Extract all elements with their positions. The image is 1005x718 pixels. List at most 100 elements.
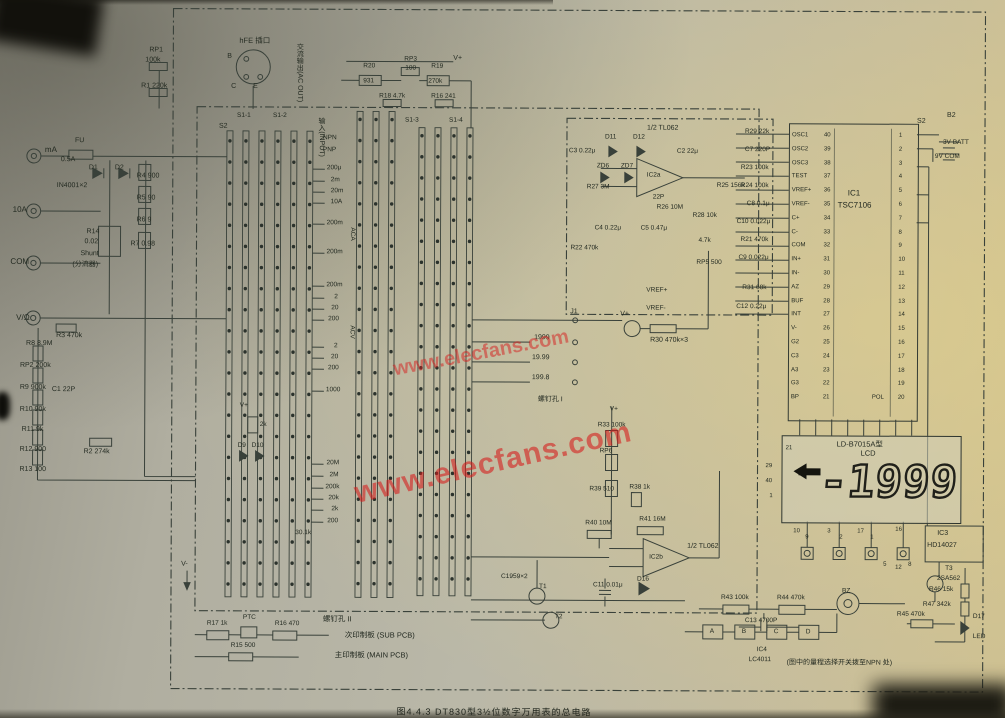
circuit-wires: [36, 60, 966, 658]
schematic-label: BZ: [841, 587, 851, 595]
schematic-label: RP5 500: [696, 258, 722, 266]
schematic-label: IN4001×2: [56, 182, 88, 190]
schematic-label: T2: [554, 613, 563, 621]
ic1-pin-label: VREF+: [791, 187, 812, 194]
schematic-label: 1/2 TL062: [687, 542, 719, 550]
schematic-label: FU: [74, 137, 85, 145]
schematic-label: D: [805, 628, 811, 636]
ic1-pin-number: 32: [823, 242, 831, 249]
schematic-label: LC4011: [748, 656, 772, 664]
schematic-label: 10A: [12, 204, 27, 214]
ic1-pin-number: 26: [823, 325, 830, 332]
nand-gate-d: [798, 624, 820, 640]
ic1-pin-number: 13: [898, 298, 905, 305]
schematic-label: NPN: [322, 134, 337, 142]
ic1-pin-label: G2: [791, 339, 800, 346]
ic1-pin-number: 22: [822, 380, 830, 387]
schematic-label: 次印制板 (SUB PCB): [344, 630, 415, 640]
ic1-pin-number: 28: [823, 297, 830, 305]
transistor-t1: [528, 587, 546, 605]
schematic-label: R13 100: [19, 465, 46, 474]
ic1-pin-number: 18: [897, 367, 905, 374]
ic1-pin-number: 27: [823, 311, 830, 318]
schematic-label: R4 900: [136, 172, 160, 180]
schematic-label: 21: [785, 445, 793, 452]
schematic-label: R31 68k: [742, 284, 767, 292]
opamp-1-symbol: [636, 157, 685, 198]
schematic-label: S1-1: [237, 111, 251, 119]
schematic-label: E: [253, 82, 258, 90]
schematic-label: R23 100k: [740, 164, 769, 172]
schematic-label: 200μ: [326, 164, 342, 172]
schematic-label: 5: [883, 561, 887, 568]
schematic-label: PNP: [322, 146, 337, 154]
schematic-label: VREF-: [646, 304, 666, 312]
nand-gate-a: [702, 624, 724, 640]
schematic-label: 3: [827, 528, 831, 535]
schematic-label: 10A: [330, 198, 343, 206]
schematic-label: R10 90k: [19, 405, 46, 414]
ic1-pin-number: 20: [897, 394, 905, 401]
schematic-label: PTC: [242, 613, 256, 621]
shunt-resistor-symbol: [97, 225, 122, 257]
schematic-label: 8: [908, 561, 912, 568]
schematic-label: LED: [972, 633, 986, 641]
schematic-label: IC2b: [649, 553, 663, 561]
ic1-pin-number: 35: [823, 201, 831, 208]
ic1-pin-number: 37: [823, 173, 831, 180]
ic1-pin-label: A3: [790, 366, 799, 373]
schematic-label: R43 100k: [720, 593, 749, 602]
schematic-label: V+: [453, 54, 463, 62]
schematic-label: 20: [331, 304, 339, 312]
transistor-t2: [542, 611, 560, 629]
schematic-label: 20m: [330, 187, 344, 195]
schematic-label: 1000: [325, 386, 341, 394]
schematic-label: C10 0.022μ: [736, 218, 771, 226]
schematic-label: R1 220k: [141, 82, 168, 90]
schematic-label: 2M: [329, 471, 339, 479]
ic1-pin-label: AZ: [791, 284, 800, 291]
schematic-label: R45 470k: [896, 610, 925, 618]
schematic-label: S1-4: [449, 116, 463, 124]
rotary-switch-strips: [224, 110, 474, 598]
schematic-label: C11 0.01μ: [592, 581, 623, 589]
schematic-label: R21 470k: [740, 236, 769, 244]
schematic-label: R39 510: [589, 485, 615, 493]
schematic-label: D17: [972, 613, 985, 621]
ic1-pin-number: 24: [823, 353, 830, 360]
ic1-pin-number: 34: [823, 215, 831, 222]
schematic-label: VREF+: [646, 286, 668, 294]
schematic-label: 4.7k: [698, 236, 711, 244]
schematic-label: POL: [871, 394, 884, 401]
component-symbols: [25, 49, 984, 662]
schematic-label: 1: [769, 493, 773, 500]
ic1-pin-number: 5: [898, 187, 903, 194]
schematic-label: R29 22k: [744, 128, 770, 136]
schematic-label: 199.8: [531, 374, 550, 382]
schematic-label: C12 0.22μ: [736, 303, 767, 311]
schematic-label: 2: [334, 293, 338, 301]
schematic-label: 9: [805, 534, 809, 541]
transistor-t3: [926, 575, 944, 593]
schematic-label: 2SA562: [937, 574, 961, 582]
schematic-label: B: [741, 628, 747, 636]
schematic-label: 0.5A: [60, 156, 76, 164]
schematic-label: 1/2 TL062: [646, 124, 679, 132]
schematic-label: D9: [237, 441, 246, 449]
schematic-label: 3V BATT: [942, 138, 969, 147]
schematic-label: D16: [637, 575, 649, 583]
schematic-label: 200: [327, 517, 339, 525]
schematic-label: C1 22P: [51, 386, 76, 394]
schematic-label: D10: [251, 441, 264, 449]
schematic-label: 1: [870, 534, 874, 541]
schematic-label: R40 10M: [585, 519, 612, 527]
ic1-pin-number: 1: [898, 132, 903, 139]
schematic-label: R28 10k: [692, 211, 717, 219]
ic1-pin-label: C-: [791, 228, 798, 235]
ic1-pin-number: 33: [823, 228, 831, 236]
ic1-pin-number: 9: [898, 243, 902, 250]
ic1-pin-number: 38: [823, 159, 831, 167]
schematic-label: ACA: [349, 227, 357, 241]
diode-symbols: [92, 145, 970, 636]
